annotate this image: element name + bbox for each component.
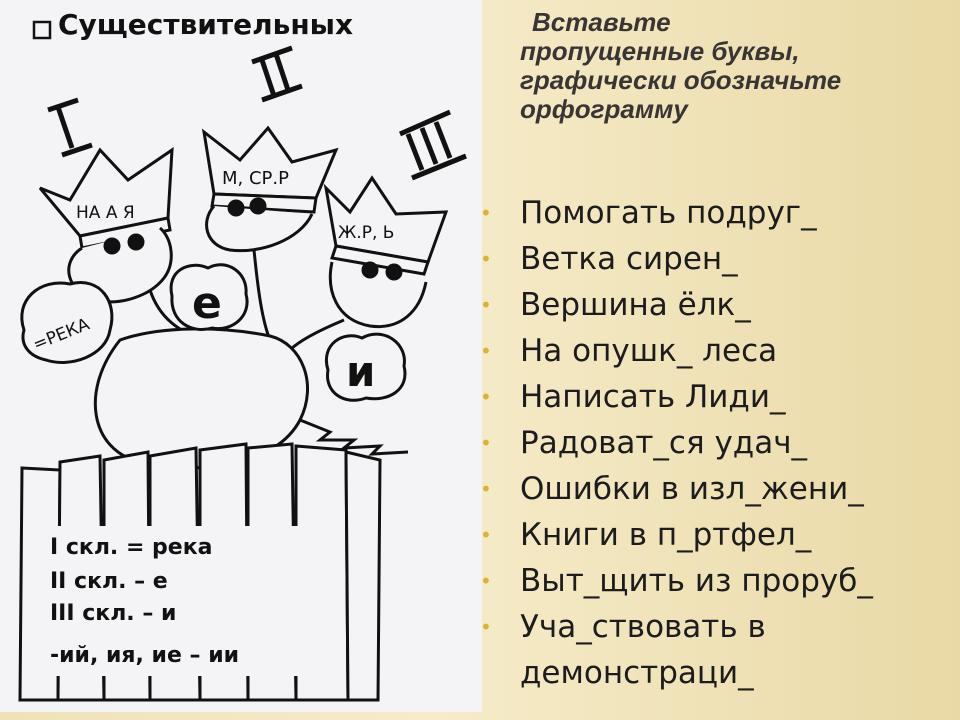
title-line-2: пропущенные буквы, (520, 36, 800, 66)
bullet-icon: • (480, 293, 492, 317)
numeral-1-icon (47, 97, 93, 158)
task-item: •Уча_ствовать в демонстраци_ (480, 604, 950, 696)
rule-2: II скл. – е (50, 569, 168, 594)
bullet-icon: • (480, 339, 492, 363)
task-list: •Помогать подруг_ •Ветка сирен_ •Вершина… (480, 190, 950, 696)
numeral-2-icon (251, 45, 303, 103)
bullet-icon: • (480, 615, 492, 639)
bullet-icon: • (480, 201, 492, 225)
task-item: •Вершина ёлк_ (480, 282, 950, 328)
dragon-illustration: Существительных (0, 0, 482, 712)
rules-backdrop (40, 526, 340, 676)
crown-2-label: М, СР.Р (222, 168, 289, 189)
dragon-heads (67, 197, 428, 329)
task-item: •Написать Лиди_ (480, 374, 950, 420)
crown-3 (323, 175, 449, 276)
bullet-icon: • (480, 431, 492, 455)
task-item: •На опушк_ леса (480, 328, 950, 374)
rule-3: III скл. – и (50, 601, 176, 626)
bubble-right (324, 332, 407, 402)
checkbox-icon (32, 20, 52, 40)
task-item: •Книги в п_ртфел_ (480, 512, 950, 558)
title-line-1: Вставьте (532, 7, 671, 37)
dragon-drawing: Существительных (18, 8, 467, 702)
title-line-3: графически обозначьте (520, 65, 842, 95)
task-item: •Помогать подруг_ (480, 190, 950, 236)
slide-title: Вставьте пропущенные буквы, графически о… (520, 8, 950, 124)
task-item: •Выт_щить из проруб_ (480, 558, 950, 604)
crown-1-label: НА А Я (76, 203, 135, 223)
bullet-icon: • (480, 385, 492, 409)
task-item: •Ошибки в изл_жени_ (480, 466, 950, 512)
numeral-3-icon (398, 109, 467, 181)
task-item: •Радоват_ся удач_ (480, 420, 950, 466)
crown-3-label: Ж.Р, Ь (338, 223, 394, 243)
header-text: Существительных (58, 8, 353, 41)
bullet-icon: • (480, 477, 492, 501)
bubble-left (20, 281, 114, 364)
bubble-middle-text: е (192, 278, 222, 329)
bubble-middle (169, 263, 249, 331)
title-line-4: орфограмму (520, 94, 688, 124)
crown-1 (38, 147, 174, 250)
task-item: •Ветка сирен_ (480, 236, 950, 282)
bullet-icon: • (480, 569, 492, 593)
rule-4: -ий, ия, ие – ии (50, 643, 239, 668)
bullet-icon: • (480, 247, 492, 271)
rule-1: I скл. = река (50, 535, 213, 560)
bullet-icon: • (480, 523, 492, 547)
bubble-right-text: и (346, 347, 375, 396)
